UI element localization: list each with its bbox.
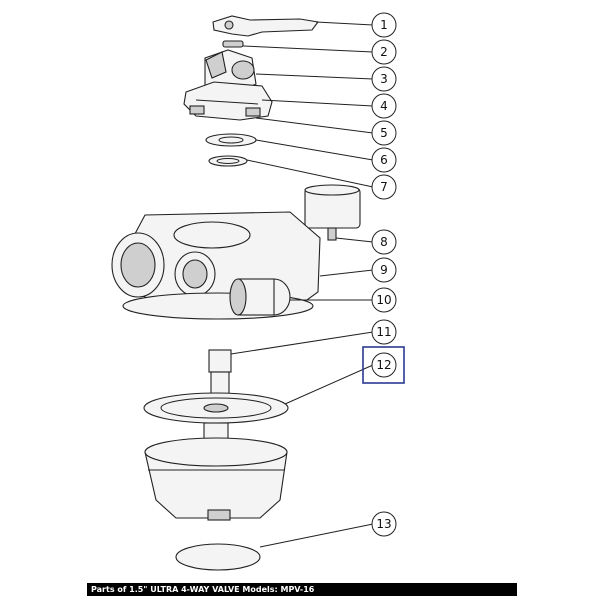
callout-9-label: 9 <box>380 263 388 277</box>
callout-group: 1 2 3 4 5 6 7 8 9 10 11 12 13 <box>362 12 405 537</box>
highlight-box <box>362 346 405 384</box>
callout-3-label: 3 <box>380 72 388 86</box>
leader-lines <box>230 21 374 548</box>
callout-1: 1 <box>371 12 397 38</box>
callout-11-label: 11 <box>376 325 391 339</box>
callout-10-label: 10 <box>376 293 391 307</box>
part-10-plug <box>229 278 291 316</box>
callout-5: 5 <box>371 120 397 146</box>
callout-11: 11 <box>371 319 397 345</box>
callout-5-label: 5 <box>380 126 388 140</box>
callout-12-label: 12 <box>376 358 391 372</box>
callout-4-label: 4 <box>380 99 388 113</box>
footer-caption: Parts of 1.5" ULTRA 4-WAY VALVE Models: … <box>87 583 517 596</box>
callout-8-label: 8 <box>380 235 388 249</box>
callout-9: 9 <box>371 257 397 283</box>
callout-2: 2 <box>371 39 397 65</box>
callout-12: 12 <box>362 346 405 384</box>
part-2-pin <box>222 40 244 48</box>
callout-6: 6 <box>371 147 397 173</box>
callout-2-label: 2 <box>380 45 388 59</box>
part-5-washer <box>205 133 257 147</box>
callout-8: 8 <box>371 229 397 255</box>
callout-13-label: 13 <box>376 517 391 531</box>
callout-10: 10 <box>371 287 397 313</box>
part-1-handle <box>212 15 319 37</box>
callout-3: 3 <box>371 66 397 92</box>
callout-7-label: 7 <box>380 180 388 194</box>
part-13-gasket <box>175 543 261 571</box>
part-8-gauge <box>304 184 361 241</box>
callout-6-label: 6 <box>380 153 388 167</box>
part-4-plate <box>183 81 273 121</box>
callout-1-label: 1 <box>380 18 388 32</box>
callout-13: 13 <box>371 511 397 537</box>
part-12-rotor <box>143 392 289 449</box>
part-6-oring <box>208 155 248 167</box>
part-base-housing <box>144 437 288 521</box>
callout-4: 4 <box>371 93 397 119</box>
callout-7: 7 <box>371 174 397 200</box>
